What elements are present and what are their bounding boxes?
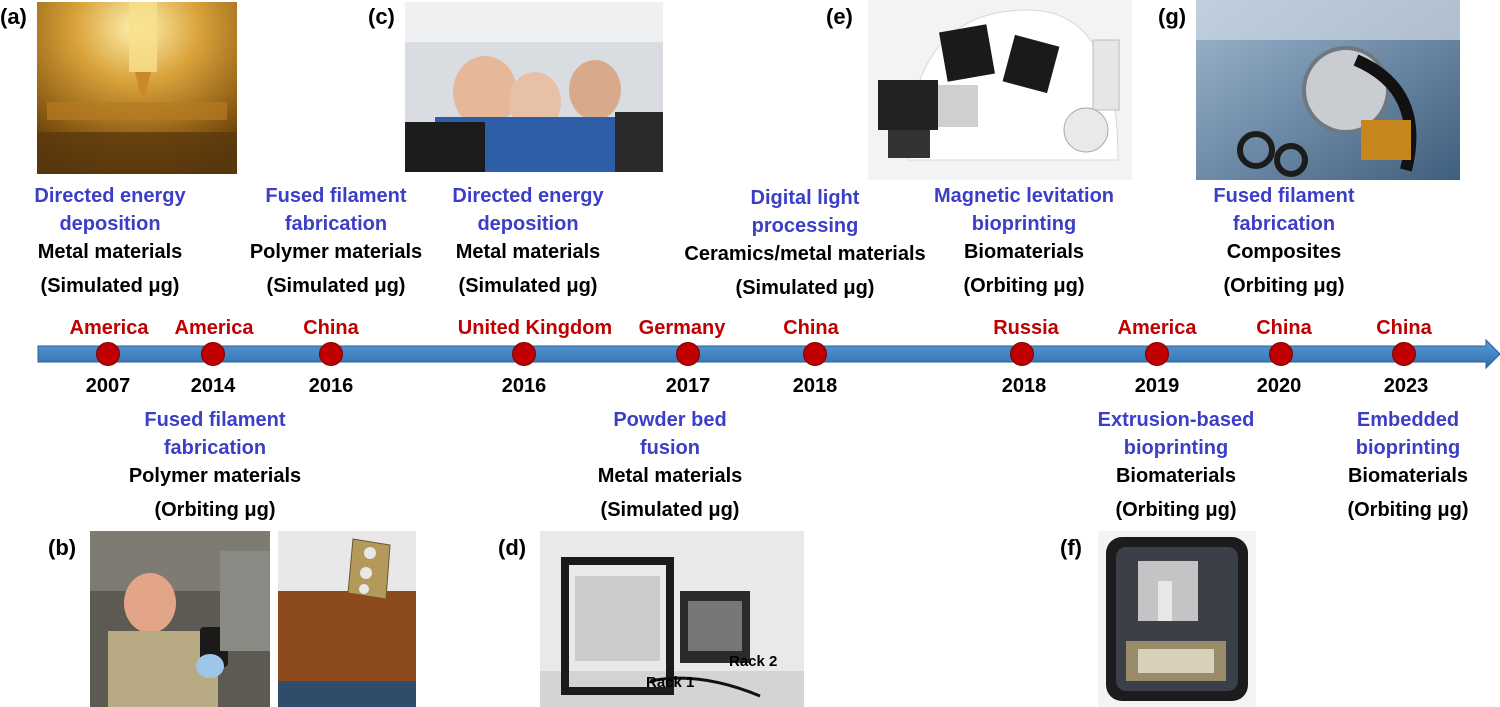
milestone-country: Germany xyxy=(638,317,726,339)
technique-label: Directed energy xyxy=(34,185,186,207)
technique-label: bioprinting xyxy=(971,213,1077,235)
bottom-entry-2: Powder bed fusion Metal materials (Simul… xyxy=(560,406,780,524)
milestone-dot xyxy=(1010,342,1034,366)
photo-b-right xyxy=(278,531,416,707)
top-entry-5: Magnetic levitation bioprinting Biomater… xyxy=(916,182,1132,300)
top-entry-2: Fused filament fabrication Polymer mater… xyxy=(228,182,444,300)
milestone-country: Russia xyxy=(993,317,1059,339)
material-label: Biomaterials xyxy=(1115,465,1237,487)
bottom-entry-3: Extrusion-based bioprinting Biomaterials… xyxy=(1076,406,1276,524)
material-label: Biomaterials xyxy=(963,241,1085,263)
condition-label: (Simulated μg) xyxy=(600,499,740,521)
milestone-country: China xyxy=(1256,317,1312,339)
panel-label-a: (a) xyxy=(0,4,27,29)
photo-e xyxy=(868,0,1132,180)
photo-c xyxy=(405,2,663,172)
top-entry-4: Digital light processing Ceramics/metal … xyxy=(670,184,940,302)
material-label: Polymer materials xyxy=(249,241,423,263)
technique-label: fabrication xyxy=(284,213,388,235)
milestone-year: 2019 xyxy=(1134,375,1180,397)
technique-label: Extrusion-based xyxy=(1097,409,1255,431)
material-label: Metal materials xyxy=(455,241,601,263)
milestone-dot xyxy=(96,342,120,366)
milestone-year: 2018 xyxy=(1001,375,1047,397)
milestone-year: 2020 xyxy=(1256,375,1302,397)
bottom-entry-1: Fused filament fabrication Polymer mater… xyxy=(100,406,330,524)
milestone-year: 2007 xyxy=(85,375,131,397)
technique-label: Digital light xyxy=(750,187,860,209)
condition-label: (Orbiting μg) xyxy=(1115,499,1237,521)
rack-1-label: Rack 1 xyxy=(646,674,695,691)
photo-b-left xyxy=(90,531,270,707)
milestone-dot xyxy=(201,342,225,366)
panel-label-f: (f) xyxy=(1060,535,1082,560)
milestone-dot xyxy=(676,342,700,366)
condition-label: (Simulated μg) xyxy=(458,275,598,297)
material-label: Metal materials xyxy=(597,465,743,487)
condition-label: (Orbiting μg) xyxy=(1347,499,1469,521)
technique-label: Powder bed xyxy=(613,409,727,431)
milestone-dot xyxy=(319,342,343,366)
technique-label: Fused filament xyxy=(144,409,286,431)
technique-label: processing xyxy=(751,215,859,237)
panel-label-g: (g) xyxy=(1158,4,1187,29)
milestone-year: 2017 xyxy=(665,375,711,397)
milestone-year: 2014 xyxy=(190,375,236,397)
material-label: Metal materials xyxy=(37,241,183,263)
rack-2-label: Rack 2 xyxy=(729,653,778,670)
milestone-country: America xyxy=(174,317,254,339)
milestone-country: United Kingdom xyxy=(457,317,613,339)
photo-g xyxy=(1196,0,1460,180)
milestone-country: America xyxy=(1117,317,1197,339)
material-label: Ceramics/metal materials xyxy=(684,243,926,265)
material-label: Biomaterials xyxy=(1347,465,1469,487)
milestone-dot xyxy=(803,342,827,366)
milestone-dot xyxy=(512,342,536,366)
technique-label: Fused filament xyxy=(1213,185,1355,207)
panel-label-b: (b) xyxy=(48,535,77,560)
milestone-year: 2016 xyxy=(501,375,547,397)
top-entry-3: Directed energy deposition Metal materia… xyxy=(428,182,628,300)
milestone-dot xyxy=(1269,342,1293,366)
milestone-country: China xyxy=(1376,317,1432,339)
technique-label: deposition xyxy=(59,213,161,235)
technique-label: bioprinting xyxy=(1123,437,1229,459)
condition-label: (Simulated μg) xyxy=(266,275,406,297)
milestone-country: China xyxy=(783,317,839,339)
condition-label: (Simulated μg) xyxy=(735,277,875,299)
milestone-year: 2016 xyxy=(308,375,354,397)
photo-d xyxy=(540,531,804,707)
top-entry-1: Directed energy deposition Metal materia… xyxy=(10,182,210,300)
technique-label: Magnetic levitation xyxy=(933,185,1115,207)
technique-label: Fused filament xyxy=(265,185,407,207)
bottom-entry-4: Embedded bioprinting Biomaterials (Orbit… xyxy=(1320,406,1496,524)
panel-label-d: (d) xyxy=(498,535,527,560)
condition-label: (Simulated μg) xyxy=(40,275,180,297)
material-label: Polymer materials xyxy=(128,465,302,487)
condition-label: (Orbiting μg) xyxy=(154,499,276,521)
condition-label: (Orbiting μg) xyxy=(963,275,1085,297)
technique-label: Directed energy xyxy=(452,185,604,207)
milestone-country: China xyxy=(303,317,359,339)
panel-label-c: (c) xyxy=(368,4,395,29)
milestone-country: America xyxy=(69,317,149,339)
photo-a xyxy=(37,2,237,174)
photo-f xyxy=(1098,531,1256,707)
condition-label: (Orbiting μg) xyxy=(1223,275,1345,297)
technique-label: fusion xyxy=(640,437,700,459)
technique-label: deposition xyxy=(477,213,579,235)
top-entry-6: Fused filament fabrication Composites (O… xyxy=(1176,182,1392,300)
panel-label-e: (e) xyxy=(826,4,853,29)
technique-label: fabrication xyxy=(163,437,267,459)
milestone-dot xyxy=(1145,342,1169,366)
material-label: Composites xyxy=(1226,241,1342,263)
milestone-year: 2023 xyxy=(1383,375,1429,397)
technique-label: Embedded xyxy=(1356,409,1460,431)
technique-label: bioprinting xyxy=(1355,437,1461,459)
milestone-year: 2018 xyxy=(792,375,838,397)
milestone-dot xyxy=(1392,342,1416,366)
technique-label: fabrication xyxy=(1232,213,1336,235)
